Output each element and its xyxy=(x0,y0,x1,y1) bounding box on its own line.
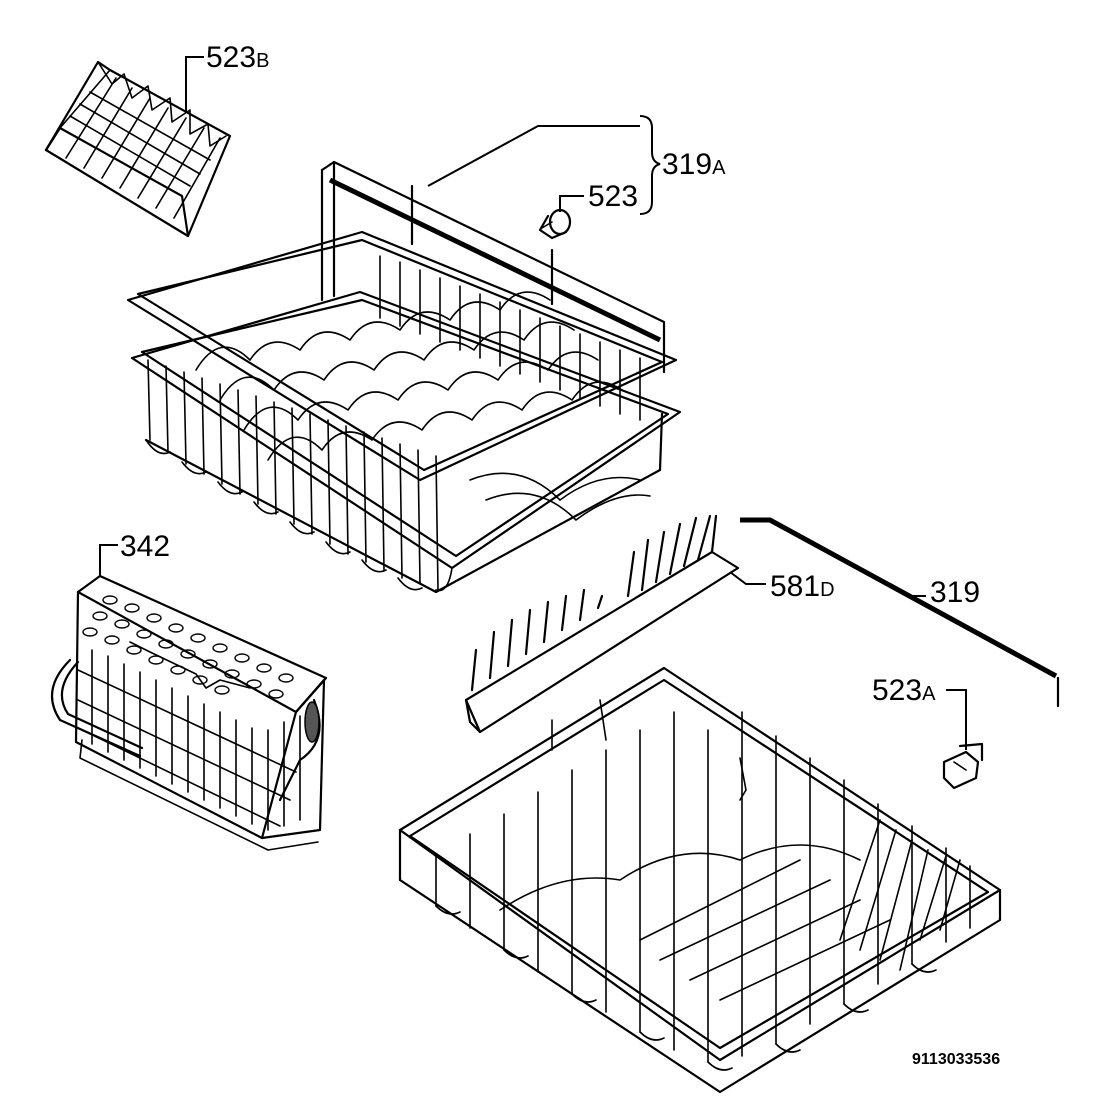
svg-text:523B: 523B xyxy=(206,41,269,74)
svg-text:523: 523 xyxy=(588,180,638,213)
document-number: 9113033536 xyxy=(912,1051,1000,1068)
callout-523b: 523B xyxy=(206,41,269,74)
callout-319-number: 319 xyxy=(930,576,980,609)
part-523b-holder xyxy=(44,60,232,238)
svg-text:319: 319 xyxy=(930,576,980,609)
callout-523-number: 523 xyxy=(588,180,638,213)
callout-581d-number: 581 xyxy=(770,570,820,603)
part-319-rail xyxy=(740,517,1060,708)
callout-319: 319 xyxy=(930,576,980,609)
part-523-knob xyxy=(538,208,572,240)
callout-319a-suffix: A xyxy=(712,157,726,179)
callout-523b-suffix: B xyxy=(256,50,269,72)
callout-581d: 581D xyxy=(770,570,835,603)
callout-523: 523 xyxy=(588,180,638,213)
leader-lines xyxy=(99,56,967,750)
callout-319a: 319A xyxy=(662,148,726,181)
svg-text:581D: 581D xyxy=(770,570,835,603)
callout-523b-number: 523 xyxy=(206,41,256,74)
svg-text:342: 342 xyxy=(120,530,170,563)
callout-523a: 523A xyxy=(872,674,936,707)
callout-342: 342 xyxy=(120,530,170,563)
callout-523a-number: 523 xyxy=(872,674,922,707)
part-342-cutlery-basket xyxy=(50,574,328,851)
part-319a-upper-basket xyxy=(126,160,682,594)
callout-342-number: 342 xyxy=(120,530,170,563)
part-523a-knob xyxy=(942,742,984,790)
callout-319a-number: 319 xyxy=(662,148,712,181)
svg-text:523A: 523A xyxy=(872,674,936,707)
callout-523a-suffix: A xyxy=(922,683,936,705)
lower-basket xyxy=(398,666,1002,1094)
svg-text:319A: 319A xyxy=(662,148,726,181)
part-581d-tine-rack xyxy=(464,514,740,734)
callout-581d-suffix: D xyxy=(820,579,834,601)
